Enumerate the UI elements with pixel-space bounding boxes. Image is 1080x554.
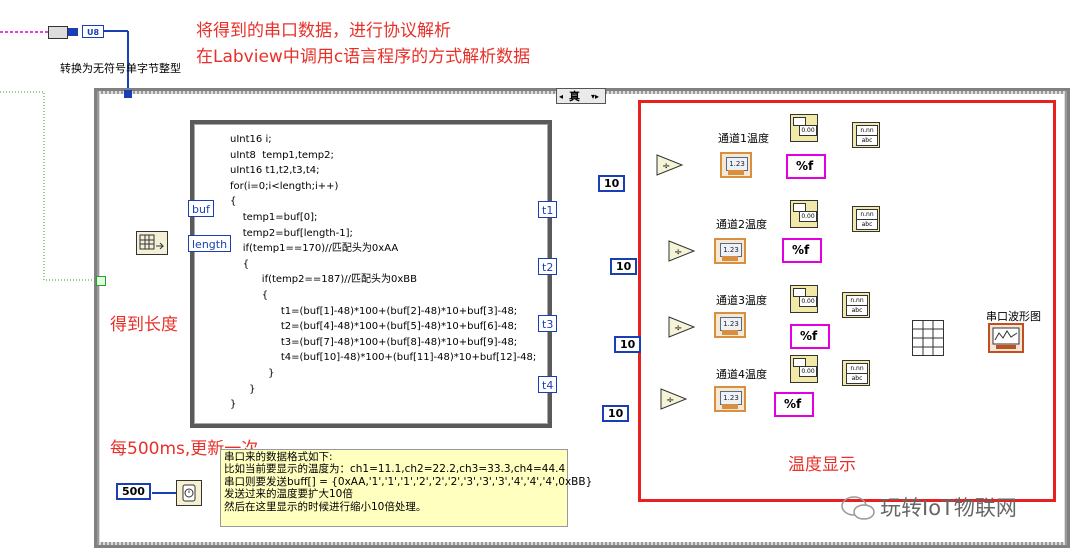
svg-text:÷: ÷ bbox=[662, 161, 670, 172]
annotation-title-2: 在Labview中调用c语言程序的方式解析数据 bbox=[196, 47, 531, 67]
divide-node-1[interactable]: ÷ bbox=[656, 154, 684, 176]
code-line: } bbox=[230, 383, 256, 395]
format-node-4[interactable]: 0.00 bbox=[790, 355, 818, 383]
channel-2-indicator[interactable]: 1.23 bbox=[714, 238, 746, 264]
bundle-icon bbox=[913, 321, 943, 355]
format-string-4[interactable]: %f bbox=[774, 392, 814, 417]
array-input-icon bbox=[48, 26, 68, 39]
array-size-icon bbox=[139, 234, 165, 250]
channel-3-label: 通道3温度 bbox=[716, 294, 767, 307]
code-line: { bbox=[230, 289, 269, 301]
code-line: temp2=buf[length-1]; bbox=[230, 227, 353, 239]
waveform-label: 串口波形图 bbox=[986, 310, 1041, 323]
channel-4-indicator[interactable]: 1.23 bbox=[714, 386, 746, 412]
annotation-temp-display: 温度显示 bbox=[788, 455, 856, 475]
divisor-constant-4[interactable]: 10 bbox=[602, 405, 630, 422]
watermark-text: 玩转IoT物联网 bbox=[880, 496, 1017, 520]
input-terminal-length[interactable]: length bbox=[188, 235, 232, 252]
indicator-4-value: 1.23 bbox=[720, 391, 742, 405]
code-line: uInt16 t1,t2,t3,t4; bbox=[230, 165, 320, 177]
formula-node[interactable]: uInt16 i; uInt8 temp1,temp2; uInt16 t1,t2,… bbox=[190, 120, 552, 428]
code-line: t4=(buf[10]-48)*100+(buf[11]-48)*10+buf[… bbox=[230, 352, 537, 364]
format-node-1[interactable]: 0.00 bbox=[790, 114, 818, 142]
note-line: 发送过来的温度要扩大10倍 bbox=[224, 488, 353, 501]
note-line: 比如当前要显示的温度为：ch1=11.1,ch2=22.2,ch3=33.3,c… bbox=[224, 463, 566, 476]
code-line: if(temp1==170)//匹配头为0xAA bbox=[230, 243, 399, 255]
annotation-get-length: 得到长度 bbox=[110, 315, 178, 335]
case-selector[interactable]: ◂ 真 ▾▸ bbox=[556, 88, 606, 104]
wait-ms-node[interactable] bbox=[176, 480, 202, 506]
wire-stub bbox=[68, 28, 78, 36]
array-size-node[interactable] bbox=[136, 231, 168, 255]
code-line: for(i=0;i<length;i++) bbox=[230, 180, 339, 192]
divisor-constant-3[interactable]: 10 bbox=[614, 336, 642, 353]
code-line: } bbox=[230, 399, 237, 411]
note-line: 然后在这里显示的时候进行缩小10倍处理。 bbox=[224, 500, 427, 513]
svg-text:÷: ÷ bbox=[674, 323, 682, 334]
channel-1-indicator[interactable]: 1.23 bbox=[720, 152, 752, 178]
svg-text:÷: ÷ bbox=[674, 247, 682, 258]
wechat-icon bbox=[841, 496, 875, 520]
channel-4-label: 通道4温度 bbox=[716, 368, 767, 381]
code-line: { bbox=[230, 196, 237, 208]
waveform-chart-indicator[interactable] bbox=[988, 323, 1024, 353]
temp-display-highlight bbox=[638, 100, 1056, 502]
note-line: 串口则要发送buff[] = {0xAA,'1','1','1','2','2'… bbox=[224, 475, 593, 488]
code-line: t3=(buf[7]-48)*100+(buf[8]-48)*10+buf[9]… bbox=[230, 336, 518, 348]
indicator-3-value: 1.23 bbox=[720, 317, 742, 331]
code-line: { bbox=[230, 258, 250, 270]
wait-wire bbox=[152, 492, 176, 494]
output-terminal-t3[interactable]: t3 bbox=[538, 315, 558, 332]
code-line: if(temp2==187)//匹配头为0xBB bbox=[230, 274, 417, 286]
code-line: uInt8 temp1,temp2; bbox=[230, 149, 334, 161]
annotation-title-1: 将得到的串口数据，进行协议解析 bbox=[196, 21, 451, 41]
indicator-2-value: 1.23 bbox=[720, 243, 742, 257]
formula-code: uInt16 i; uInt8 temp1,temp2; uInt16 t1,t2,… bbox=[230, 132, 536, 413]
waveform-icon bbox=[992, 327, 1020, 349]
u8-conversion-node[interactable]: U8 bbox=[82, 25, 104, 38]
format-node-2[interactable]: 0.00 bbox=[790, 200, 818, 228]
divide-node-3[interactable]: ÷ bbox=[668, 316, 696, 338]
input-terminal-buf[interactable]: buf bbox=[188, 200, 214, 217]
build-array-node[interactable] bbox=[912, 320, 944, 356]
watermark: 玩转IoT物联网 bbox=[840, 492, 1046, 524]
svg-text:÷: ÷ bbox=[666, 395, 674, 406]
code-line: t2=(buf[4]-48)*100+(buf[5]-48)*10+buf[6]… bbox=[230, 321, 518, 333]
divisor-constant-2[interactable]: 10 bbox=[610, 258, 638, 275]
divide-node-2[interactable]: ÷ bbox=[668, 240, 696, 262]
output-terminal-t4[interactable]: t4 bbox=[538, 376, 558, 393]
format-string-2[interactable]: %f bbox=[782, 238, 822, 263]
code-line: uInt16 i; bbox=[230, 134, 272, 145]
format-node-3[interactable]: 0.00 bbox=[790, 285, 818, 313]
channel-1-label: 通道1温度 bbox=[718, 132, 769, 145]
output-terminal-t2[interactable]: t2 bbox=[538, 258, 558, 275]
channel-2-label: 通道2温度 bbox=[716, 218, 767, 231]
code-line: } bbox=[230, 367, 275, 379]
code-line: t1=(buf[1]-48)*100+(buf[2]-48)*10+buf[3]… bbox=[230, 305, 518, 317]
channel-3-indicator[interactable]: 1.23 bbox=[714, 312, 746, 338]
note-line: 串口来的数据格式如下: bbox=[224, 451, 333, 463]
convert-label: 转换为无符号单字节整型 bbox=[60, 62, 181, 75]
green-tunnel bbox=[96, 276, 106, 286]
divisor-constant-1[interactable]: 10 bbox=[598, 175, 626, 192]
indicator-1-value: 1.23 bbox=[726, 157, 748, 171]
code-line: temp1=buf[0]; bbox=[230, 211, 318, 223]
divide-node-4[interactable]: ÷ bbox=[660, 388, 688, 410]
wire-tunnel bbox=[124, 90, 132, 98]
wait-ms-constant[interactable]: 500 bbox=[116, 483, 151, 500]
case-selector-label: 真 bbox=[569, 90, 580, 103]
output-terminal-t1[interactable]: t1 bbox=[538, 201, 558, 218]
clock-icon bbox=[182, 484, 196, 502]
format-string-1[interactable]: %f bbox=[786, 154, 826, 179]
comment-note: 串口来的数据格式如下:比如当前要显示的温度为：ch1=11.1,ch2=22.2… bbox=[220, 449, 593, 527]
format-string-3[interactable]: %f bbox=[790, 324, 830, 349]
